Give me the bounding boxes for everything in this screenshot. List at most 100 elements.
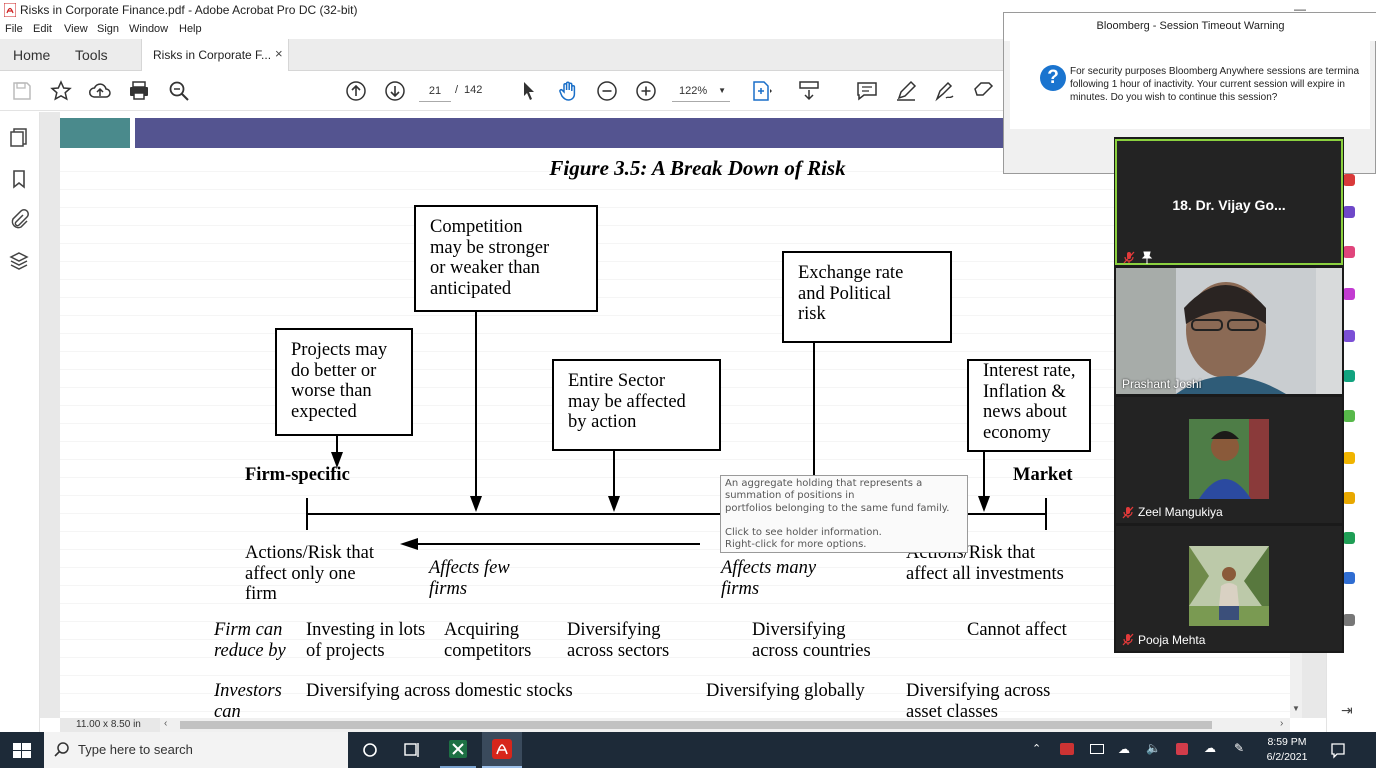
windows-taskbar: Type here to search ⌃ ☁ 🔈 ☁ ✎ 8:59 PM 6/… xyxy=(0,732,1376,768)
print-icon[interactable] xyxy=(127,79,151,103)
protect-icon[interactable] xyxy=(1343,492,1355,504)
page-thumbnails-icon[interactable] xyxy=(8,126,30,148)
menu-file[interactable]: File xyxy=(5,23,23,35)
actions-left-line-2: affect only one xyxy=(245,563,356,584)
fit-page-icon[interactable] xyxy=(750,79,774,103)
clock-time: 8:59 PM xyxy=(1267,736,1307,748)
show-hidden-icons-icon[interactable]: ⌃ xyxy=(1032,743,1042,755)
hand-tool-icon[interactable] xyxy=(556,79,580,103)
participant-tile-pooja[interactable]: Pooja Mehta xyxy=(1116,526,1342,651)
upload-cloud-icon[interactable] xyxy=(88,79,112,103)
scroll-down-icon[interactable]: ▼ xyxy=(1292,704,1300,713)
organize-pages-icon[interactable] xyxy=(1343,330,1355,342)
participant-tile-prashant[interactable]: Prashant Joshi xyxy=(1116,268,1342,394)
volume-icon[interactable]: 🔈 xyxy=(1146,741,1161,755)
compress-pdf-icon[interactable] xyxy=(1343,410,1355,422)
cloud-sync-icon[interactable]: ☁ xyxy=(1204,741,1216,755)
tab-home[interactable]: Home xyxy=(13,47,51,63)
expand-right-pane-icon[interactable]: ⇥ xyxy=(1341,702,1353,718)
taskbar-search-placeholder: Type here to search xyxy=(78,742,193,757)
exchange-line-1: Exchange rate xyxy=(798,263,904,283)
tooltip-line-5: Click to see holder information. xyxy=(725,526,882,538)
taskbar-search-box[interactable]: Type here to search xyxy=(44,732,348,768)
interest-line-2: Inflation & xyxy=(983,381,1066,402)
menu-window[interactable]: Window xyxy=(129,23,169,35)
scroll-right-icon[interactable]: › xyxy=(1280,718,1284,729)
draw-sign-icon[interactable] xyxy=(933,79,957,103)
attachments-paperclip-icon[interactable] xyxy=(8,208,30,230)
scroll-left-icon[interactable]: ‹ xyxy=(164,718,168,729)
bookmark-star-icon[interactable] xyxy=(49,79,73,103)
shield-icon[interactable] xyxy=(1343,572,1355,584)
menu-edit[interactable]: Edit xyxy=(33,23,52,35)
participant-tile-host[interactable]: 18. Dr. Vijay Go... xyxy=(1115,139,1343,265)
combine-files-icon[interactable] xyxy=(1343,370,1355,382)
horizontal-scroll-thumb[interactable] xyxy=(180,721,1212,729)
page-total: 142 xyxy=(464,84,483,96)
cortana-icon[interactable] xyxy=(360,732,380,768)
fill-sign-tool-icon[interactable] xyxy=(1343,532,1355,544)
sector-line-3: by action xyxy=(568,412,637,432)
affects-few-text: Affects few firms xyxy=(429,558,510,599)
bookmarks-icon[interactable] xyxy=(8,168,30,190)
horizontal-scrollbar[interactable]: ‹ › xyxy=(160,718,1290,732)
onedrive-cloud-icon[interactable]: ☁ xyxy=(1118,742,1130,756)
search-zoom-icon[interactable] xyxy=(167,79,191,103)
previous-page-icon[interactable] xyxy=(344,79,368,103)
document-view: Figure 3.5: A Break Down of Risk xyxy=(40,112,1326,718)
mic-muted-icon xyxy=(1122,506,1134,519)
tooltip-line-3: portfolios belonging to the same fund fa… xyxy=(725,502,950,514)
more-tools-icon[interactable] xyxy=(1343,614,1355,626)
zoom-level-select[interactable]: 122% ▼ xyxy=(672,80,730,102)
menu-help[interactable]: Help xyxy=(179,23,202,35)
affects-many-text: Affects many firms xyxy=(721,558,816,599)
scrolling-mode-icon[interactable] xyxy=(797,79,821,103)
notifications-icon[interactable] xyxy=(1328,732,1348,768)
tooltip-line-6: Right-click for more options. xyxy=(725,539,867,551)
zoom-in-icon[interactable] xyxy=(634,79,658,103)
div-globally-text: Diversifying globally xyxy=(706,681,865,701)
excel-taskbar-icon[interactable] xyxy=(440,732,476,768)
battery-icon[interactable] xyxy=(1090,744,1104,754)
redact-icon[interactable] xyxy=(1343,452,1355,464)
acrobat-taskbar-icon[interactable] xyxy=(482,732,522,768)
menu-sign[interactable]: Sign xyxy=(97,23,120,35)
pen-workspace-icon[interactable]: ✎ xyxy=(1234,741,1245,755)
menu-view[interactable]: View xyxy=(64,23,88,35)
zoom-out-icon[interactable] xyxy=(595,79,619,103)
page-number-input[interactable]: 21 xyxy=(419,80,451,102)
create-pdf-icon[interactable] xyxy=(1343,206,1355,218)
highlight-pen-icon[interactable] xyxy=(894,79,918,103)
save-icon[interactable] xyxy=(10,79,34,103)
actions-left-text: Actions/Risk that affect only one firm xyxy=(245,543,374,605)
next-page-icon[interactable] xyxy=(383,79,407,103)
firm-can-line-2: reduce by xyxy=(214,640,286,661)
tab-document[interactable]: Risks in Corporate F... × xyxy=(141,39,289,71)
participant-tile-zeel[interactable]: Zeel Mangukiya xyxy=(1116,397,1342,523)
sector-line-1: Entire Sector xyxy=(568,371,666,391)
fill-sign-icon[interactable] xyxy=(972,79,996,103)
layers-icon[interactable] xyxy=(8,250,30,272)
acquiring-text: Acquiring competitors xyxy=(444,620,531,661)
taskbar-clock[interactable]: 8:59 PM 6/2/2021 xyxy=(1262,735,1312,765)
export-pdf-icon[interactable] xyxy=(1343,174,1355,186)
windows-start-icon[interactable] xyxy=(10,732,34,768)
pin-icon[interactable] xyxy=(1141,251,1153,264)
comment-tool-icon[interactable] xyxy=(1343,288,1355,300)
tray-app-icon-2[interactable] xyxy=(1176,743,1188,755)
projects-line-4: expected xyxy=(291,401,357,422)
exchange-line-2: and Political xyxy=(798,283,891,304)
affects-many-line-1: Affects many xyxy=(721,558,817,578)
page-size-indicator: 11.00 x 8.50 in xyxy=(60,718,160,732)
affects-few-line-2: firms xyxy=(429,578,468,599)
task-view-icon[interactable] xyxy=(402,732,422,768)
system-tray: ⌃ ☁ 🔈 ☁ ✎ xyxy=(1030,732,1360,768)
edit-pdf-icon[interactable] xyxy=(1343,246,1355,258)
window-title: Risks in Corporate Finance.pdf - Adobe A… xyxy=(20,3,358,17)
select-cursor-icon[interactable] xyxy=(517,79,541,103)
tab-tools[interactable]: Tools xyxy=(75,47,108,63)
close-tab-icon[interactable]: × xyxy=(275,46,283,61)
tray-app-icon[interactable] xyxy=(1060,743,1074,755)
comment-icon[interactable] xyxy=(855,79,879,103)
bloomberg-dialog-body: ? For security purposes Bloomberg Anywhe… xyxy=(1010,41,1370,129)
